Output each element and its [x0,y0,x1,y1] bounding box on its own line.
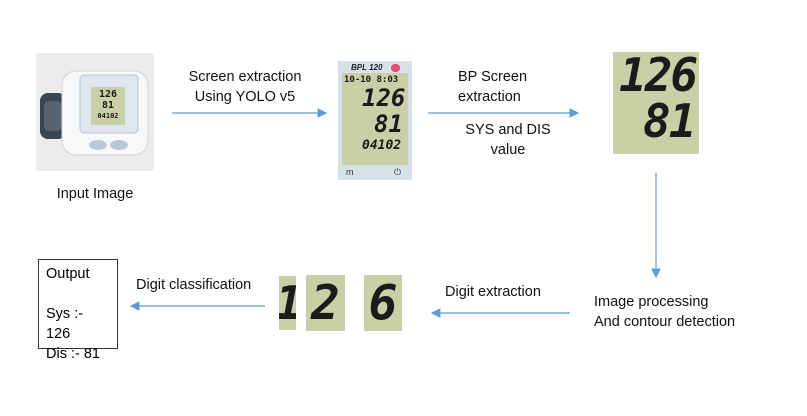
lcd-panel: 10-10 8:03 126 81 04102 [342,73,408,165]
digit-1: 1 [279,276,296,330]
cropped-values: 126 81 [613,52,699,154]
bp-screen-label: BP Screen extraction [458,67,578,107]
output-box: Output Sys :- 126 Dis :- 81 [38,259,118,362]
digit-tile-1: 1 [279,276,296,330]
bp-screen-line2: extraction [458,89,521,105]
brand-badge [391,64,400,72]
sys-dis-line2: value [490,142,526,158]
sys-dis-line1: SYS and DIS [465,122,551,138]
bp-monitor-illustration [40,70,149,156]
cropped-dia: 81 [643,94,696,148]
screen-extraction-label: Screen extraction Using YOLO v5 [165,67,325,107]
device-datetime: 10-10 8:03 [344,75,399,85]
screen-extraction-line2: Using YOLO v5 [194,89,296,105]
digit-2: 2 [311,275,340,331]
extracted-screen: BPL 120 10-10 8:03 126 81 04102 m ⏻ [338,61,412,180]
digit-3: 6 [368,275,398,331]
sys-dis-label: SYS and DIS value [448,120,568,160]
screen-extraction-line1: Screen extraction [188,69,302,85]
output-title: Output [46,266,90,282]
input-pulse: 04102 [97,112,119,120]
digit-tile-2: 2 [306,275,345,331]
image-processing-line2: And contour detection [594,314,736,330]
output-dis: Dis :- 81 [46,346,100,362]
digit-classification-label: Digit classification [136,277,252,293]
digit-extraction-label: Digit extraction [445,284,541,300]
device-pulse: 04102 [362,138,402,153]
image-processing-line1: Image processing [594,294,709,310]
cropped-sys: 126 [619,52,698,102]
mode-icon: m [346,167,354,177]
digit-tile-3: 6 [364,275,402,331]
bp-screen-line1: BP Screen [458,69,528,85]
device-sys: 126 [362,84,406,112]
input-dia: 81 [101,100,115,111]
input-image: 126 81 04102 [36,53,154,171]
output-sys: Sys :- 126 [46,306,84,342]
device-brand: BPL 120 [351,63,383,72]
power-icon: ⏻ [394,167,402,177]
device-dia: 81 [374,110,403,138]
input-image-label: Input Image [56,186,134,202]
input-sys: 126 [98,89,118,100]
image-processing-label: Image processing And contour detection [594,292,784,332]
